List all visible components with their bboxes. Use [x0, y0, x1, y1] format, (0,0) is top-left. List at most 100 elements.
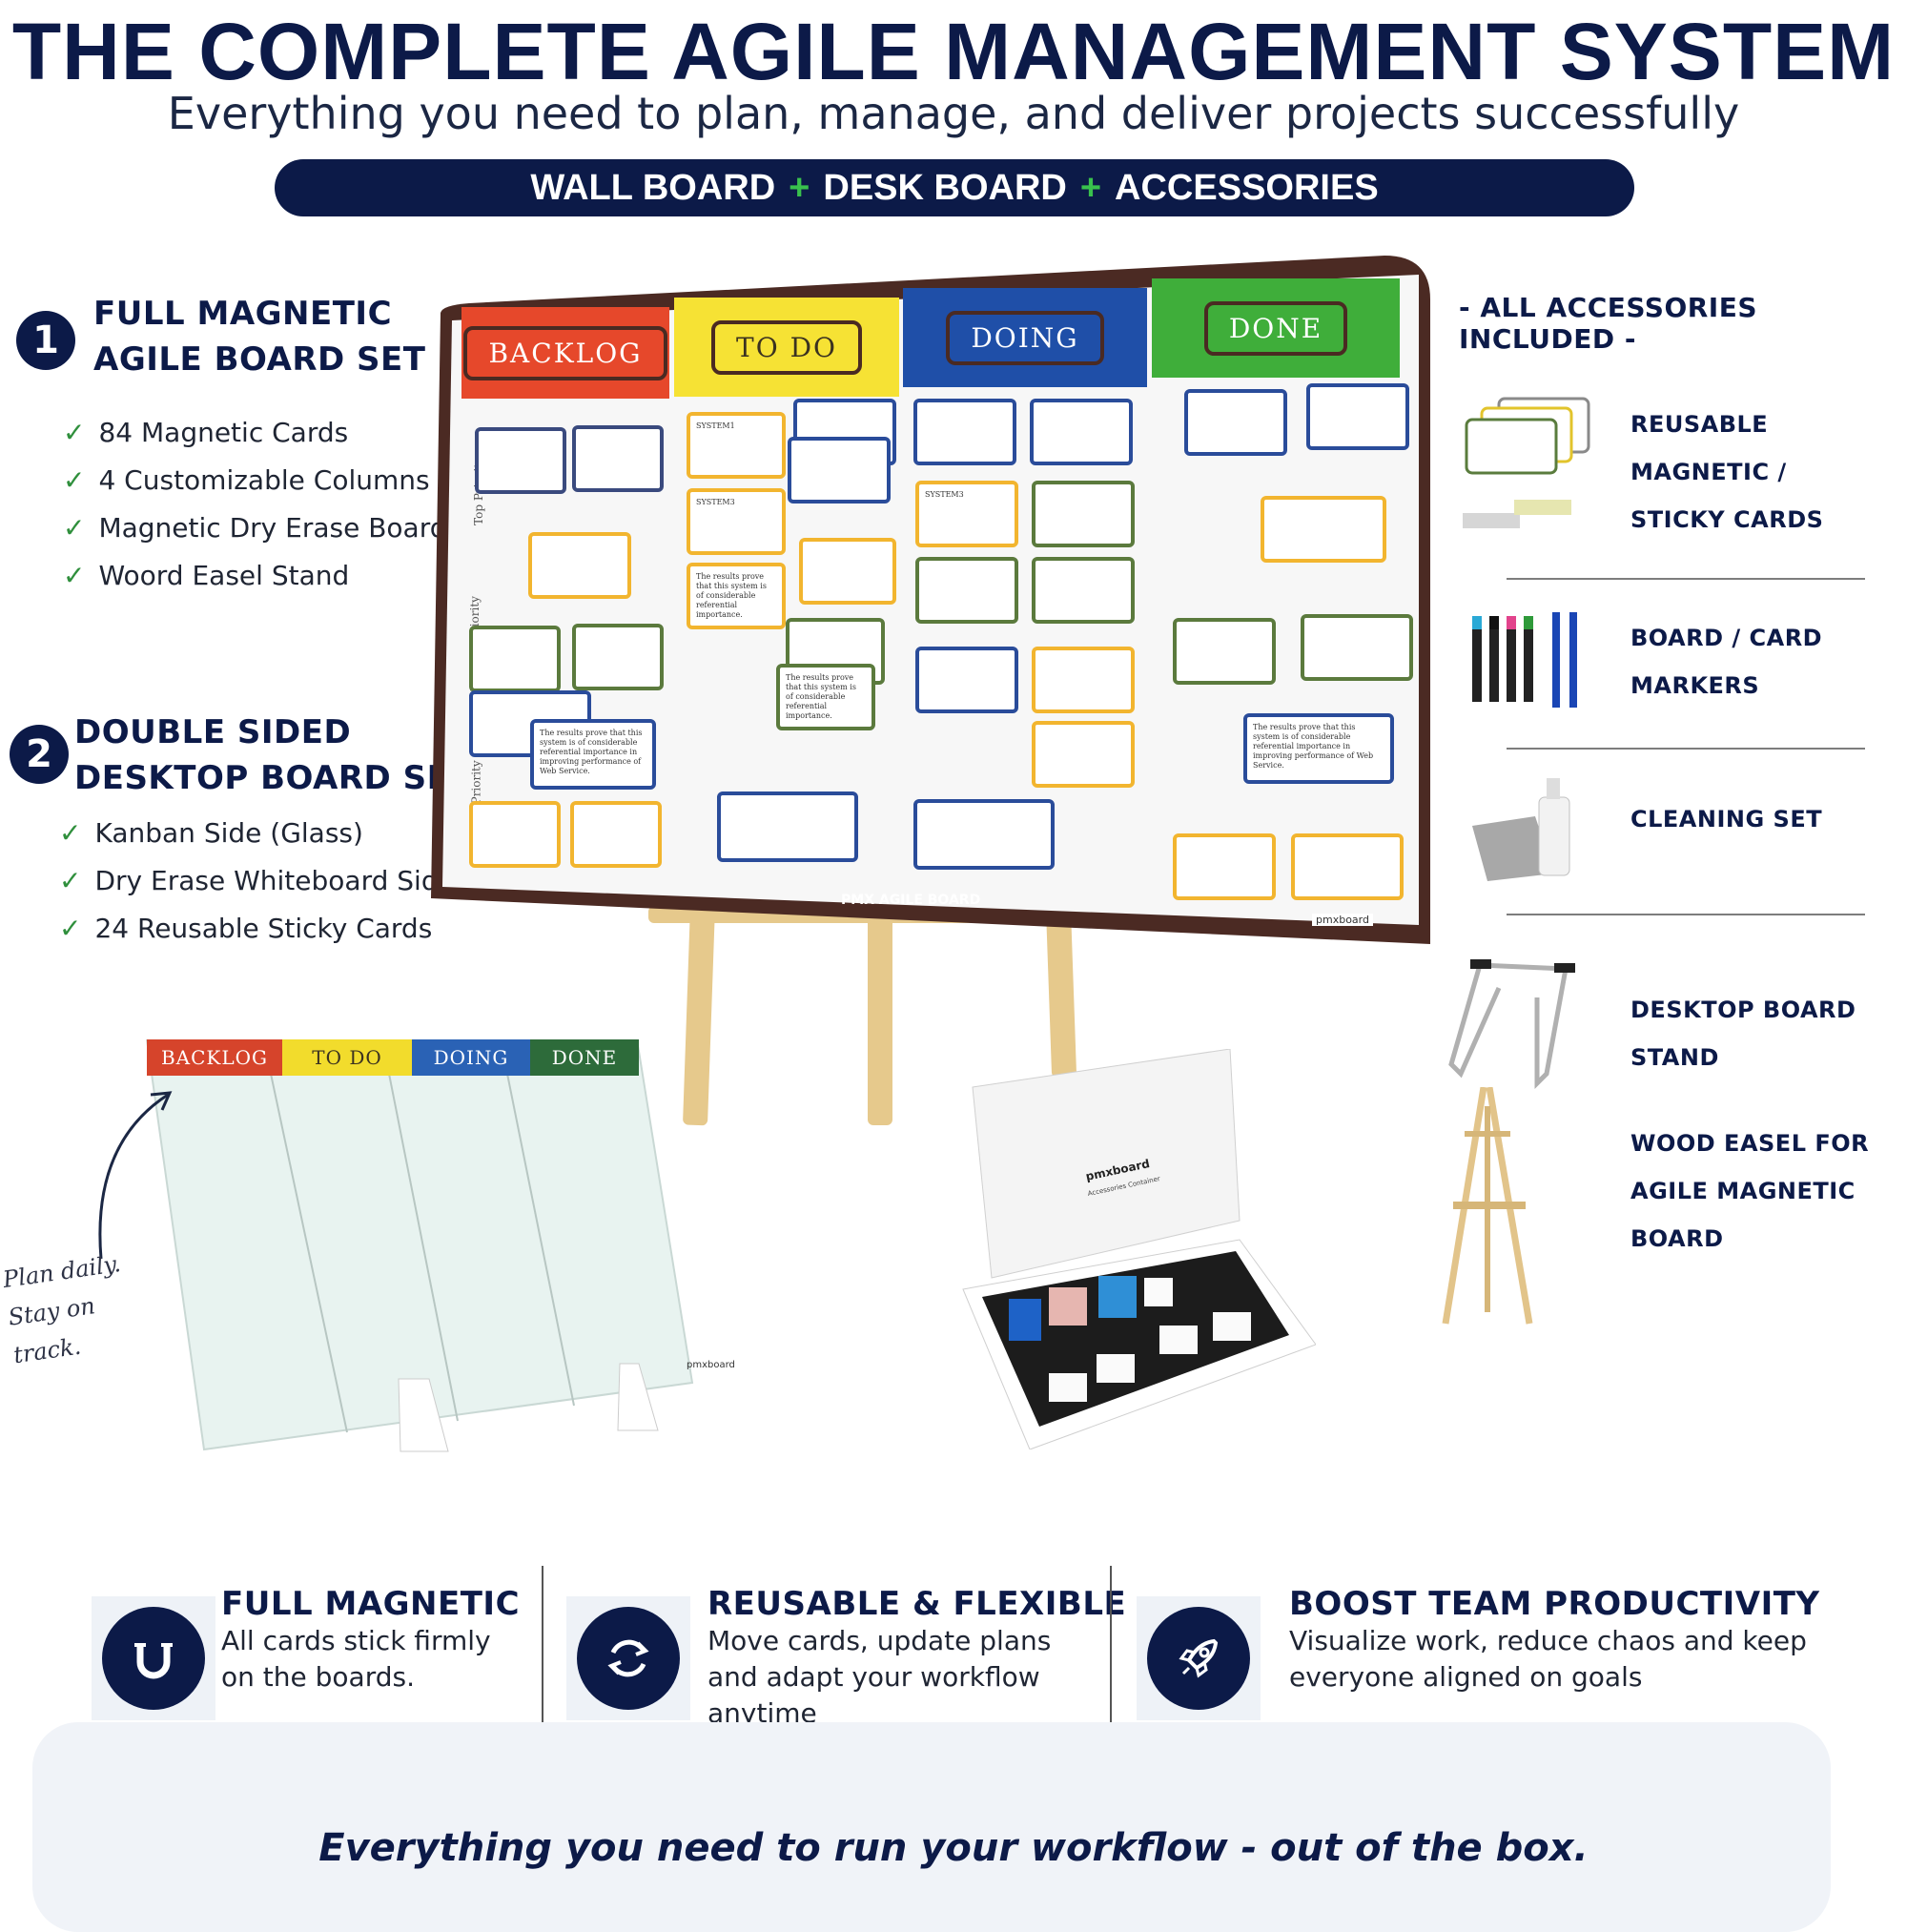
accessory-box-image: pmxboard Accessories Container: [954, 1049, 1316, 1449]
card: [1291, 833, 1404, 900]
card: The results prove that this system is of…: [530, 719, 656, 790]
desk-column-backlog: BACKLOG: [147, 1039, 282, 1076]
divider: [1507, 914, 1865, 915]
desktop-board-glass: [145, 1039, 694, 1452]
card: [469, 626, 561, 692]
section-2-number: 2: [10, 725, 69, 784]
card: [1030, 399, 1133, 465]
feature-productivity: BOOST TEAM PRODUCTIVITY Visualize work, …: [1289, 1585, 1820, 1696]
list-item: ✓ Dry Erase Whiteboard Side: [59, 856, 455, 904]
card: [1306, 383, 1409, 450]
feature-desc: All cards stick firmly: [221, 1625, 491, 1656]
desk-column-done: DONE: [530, 1039, 639, 1076]
feature-title: REUSABLE & FLEXIBLE: [707, 1585, 1127, 1623]
col-head-backlog: BACKLOG: [461, 307, 669, 399]
list-item: ✓Magnetic Dry Erase Board: [63, 504, 447, 551]
feature-icon-bg: [1137, 1596, 1261, 1720]
footer-panel: [32, 1722, 1831, 1932]
feature-icon-bg: [566, 1596, 690, 1720]
accessory-label-line: REUSABLE MAGNETIC /: [1630, 411, 1787, 485]
section-2-title: DOUBLE SIDED DESKTOP BOARD SET: [74, 709, 472, 801]
divider: [1507, 578, 1865, 580]
divider: [1110, 1566, 1112, 1737]
markers-icon: [1472, 612, 1577, 708]
list-item-label: 84 Magnetic Cards: [98, 416, 349, 448]
card-label: SYSTEM3: [696, 498, 735, 506]
card: [1173, 618, 1276, 685]
feature-title: BOOST TEAM PRODUCTIVITY: [1289, 1585, 1820, 1623]
card: The results prove that this system is of…: [1243, 713, 1394, 784]
feature-desc: everyone aligned on goals: [1289, 1661, 1643, 1693]
card: The results prove that this system is of…: [776, 664, 875, 730]
wood-easel-icon: [1442, 1087, 1533, 1325]
accessory-label-stand: DESKTOP BOARD STAND: [1630, 986, 1856, 1081]
card: SYSTEM3: [915, 481, 1018, 547]
feature-title: FULL MAGNETIC: [221, 1585, 521, 1623]
card: SYSTEM3: [687, 488, 786, 555]
plus-icon: +: [1079, 167, 1102, 208]
divider: [542, 1566, 543, 1737]
card: [1032, 647, 1135, 713]
list-item-label: Kanban Side (Glass): [94, 816, 363, 849]
card: [570, 801, 662, 868]
col-head-todo: TO DO: [674, 298, 899, 397]
card: [788, 437, 891, 504]
accessory-label-line: CLEANING SET: [1630, 806, 1823, 832]
card: [913, 399, 1016, 465]
check-icon: ✓: [63, 559, 86, 591]
card: [1032, 557, 1135, 624]
list-item-label: 4 Customizable Columns: [98, 463, 430, 496]
section-2-list: ✓ Kanban Side (Glass) ✓ Dry Erase Whiteboa…: [59, 809, 455, 952]
check-icon: ✓: [63, 511, 86, 544]
card-text: The results prove that this system is of…: [696, 572, 767, 619]
card: [572, 624, 664, 690]
accessory-box-drawing: [962, 1049, 1316, 1449]
page-title: THE COMPLETE AGILE MANAGEMENT SYSTEM: [11, 7, 1896, 96]
card: [915, 647, 1018, 713]
list-item-label: 24 Reusable Sticky Cards: [94, 912, 433, 944]
divider: [1507, 748, 1865, 750]
card: SYSTEM1: [687, 412, 786, 479]
bundle-part-accessories: ACCESSORIES: [1115, 167, 1379, 208]
col-head-done: DONE: [1152, 278, 1400, 378]
cleaning-set-icon: [1472, 778, 1570, 881]
card-label: SYSTEM3: [925, 490, 964, 499]
section-1-number: 1: [16, 311, 75, 370]
wall-board-image: BACKLOG TO DO DOING DONE Top Priority Me…: [431, 256, 1432, 944]
card: [915, 557, 1018, 624]
check-icon: ✓: [59, 864, 82, 896]
section-1-list: ✓ 84 Magnetic Cards ✓ 4 Customizable Colum…: [63, 408, 447, 599]
section-1-title-line1: FULL MAGNETIC: [93, 295, 393, 333]
section-1-title-line2: AGILE BOARD SET: [93, 340, 426, 379]
bundle-part-desk: DESK BOARD: [823, 167, 1067, 208]
feature-icon-bg: [92, 1596, 215, 1720]
check-icon: ✓: [59, 912, 82, 944]
card: [1301, 614, 1413, 681]
accessory-label-line: BOARD: [1630, 1225, 1724, 1252]
list-item-label: Dry Erase Whiteboard Side: [94, 864, 455, 896]
card: [1184, 389, 1287, 456]
accessory-label-markers: BOARD / CARD MARKERS: [1630, 614, 1822, 709]
desk-column-todo: TO DO: [282, 1039, 412, 1076]
page-subtitle: Everything you need to plan, manage, and…: [167, 88, 1740, 139]
bundle-part-wall: WALL BOARD: [530, 167, 776, 208]
accessory-label-cleaning: CLEANING SET: [1630, 795, 1822, 843]
card: [913, 799, 1055, 870]
card-label: SYSTEM1: [696, 421, 735, 430]
feature-desc: and adapt your workflow: [707, 1661, 1040, 1693]
plus-icon: +: [789, 167, 810, 208]
desk-column-doing: DOING: [412, 1039, 530, 1076]
card-text: The results prove that this system is of…: [786, 673, 856, 720]
accessory-label-line: MARKERS: [1630, 672, 1760, 699]
accessory-label-line: BOARD / CARD: [1630, 625, 1823, 651]
desktop-board-image: BACKLOG TO DO DOING DONE pmxboard: [143, 1039, 735, 1459]
sticky-cards-icon: [1463, 397, 1590, 528]
card: [1032, 481, 1135, 547]
feature-desc: Move cards, update plans: [707, 1625, 1052, 1656]
card: [1261, 496, 1386, 563]
wall-board-logo: pmxboard: [1312, 914, 1373, 926]
magnet-icon: [102, 1607, 205, 1710]
accessories-heading: - ALL ACCESSORIES INCLUDED -: [1459, 292, 1758, 355]
column-label-done: DONE: [1203, 300, 1348, 356]
feature-desc: Visualize work, reduce chaos and keep: [1289, 1625, 1807, 1656]
